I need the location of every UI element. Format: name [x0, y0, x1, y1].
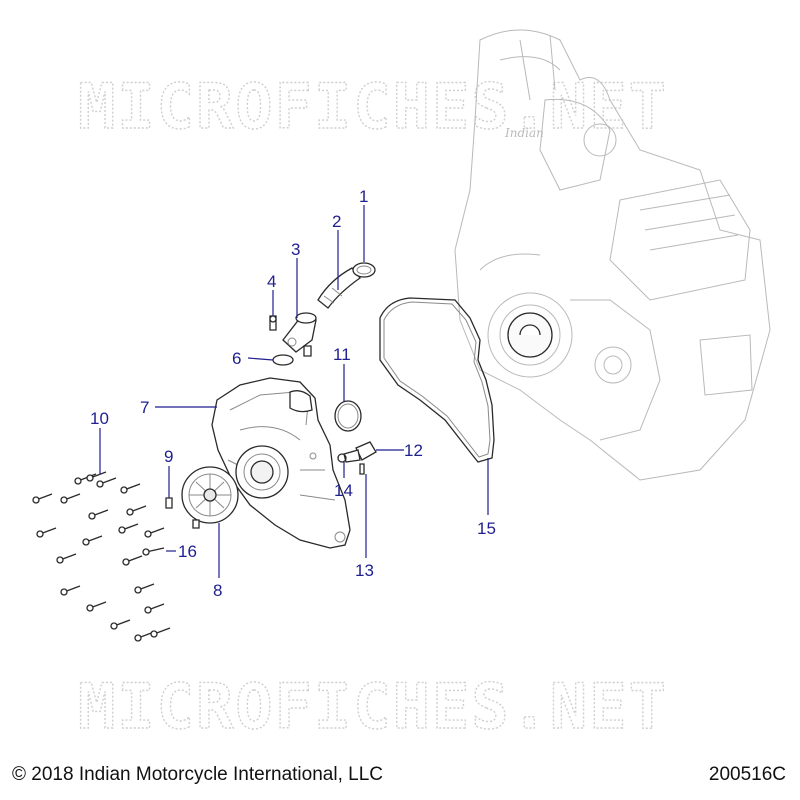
- watermark-top: MICROFICHES.NET: [78, 70, 668, 143]
- dowel-pin-2: [192, 519, 200, 529]
- callout-13: 13: [355, 561, 374, 580]
- callout-14: 14: [334, 481, 353, 500]
- callout-9: 9: [164, 447, 173, 466]
- callout-4: 4: [267, 272, 276, 291]
- cover-bolt-group: [32, 471, 171, 642]
- o-ring-small: [272, 354, 294, 366]
- callout-6: 6: [232, 349, 241, 368]
- temperature-sensor: [343, 441, 377, 463]
- coolant-hose: [317, 267, 361, 309]
- engine-logo-mark: Indian: [504, 126, 544, 140]
- watermark-bottom: MICROFICHES.NET: [78, 670, 668, 743]
- callout-12: 12: [404, 441, 423, 460]
- callout-10: 10: [90, 409, 109, 428]
- callout-2: 2: [332, 212, 341, 231]
- callout-15: 15: [477, 519, 496, 538]
- copyright-notice: © 2018 Indian Motorcycle International, …: [12, 764, 383, 785]
- fitting-bolt-2: [303, 345, 312, 357]
- dowel-pin: [165, 497, 173, 509]
- callout-1: 1: [359, 187, 368, 206]
- sealing-washer: [337, 453, 347, 463]
- o-ring-large: [334, 400, 362, 432]
- engine-assembly: Indian: [454, 29, 771, 481]
- callout-7: 7: [140, 398, 149, 417]
- stator-cover: [211, 377, 351, 549]
- callout-16: 16: [178, 542, 197, 561]
- callout-8: 8: [213, 581, 222, 600]
- callout-labels: 1 2 3 4 6 7 10 9 16 8 11 14 12 13 15: [90, 187, 496, 600]
- callout-3: 3: [291, 240, 300, 259]
- cover-gasket: [379, 297, 495, 463]
- fitting-bolt: [269, 315, 277, 331]
- hose-clamp: [352, 262, 376, 278]
- timing-plug-cover: [181, 466, 239, 524]
- drawing-number: 200516C: [708, 764, 786, 785]
- callout-11: 11: [333, 345, 351, 364]
- leader-lines: [99, 205, 489, 578]
- hose-fitting: [282, 312, 317, 353]
- sensor-screw: [359, 463, 365, 475]
